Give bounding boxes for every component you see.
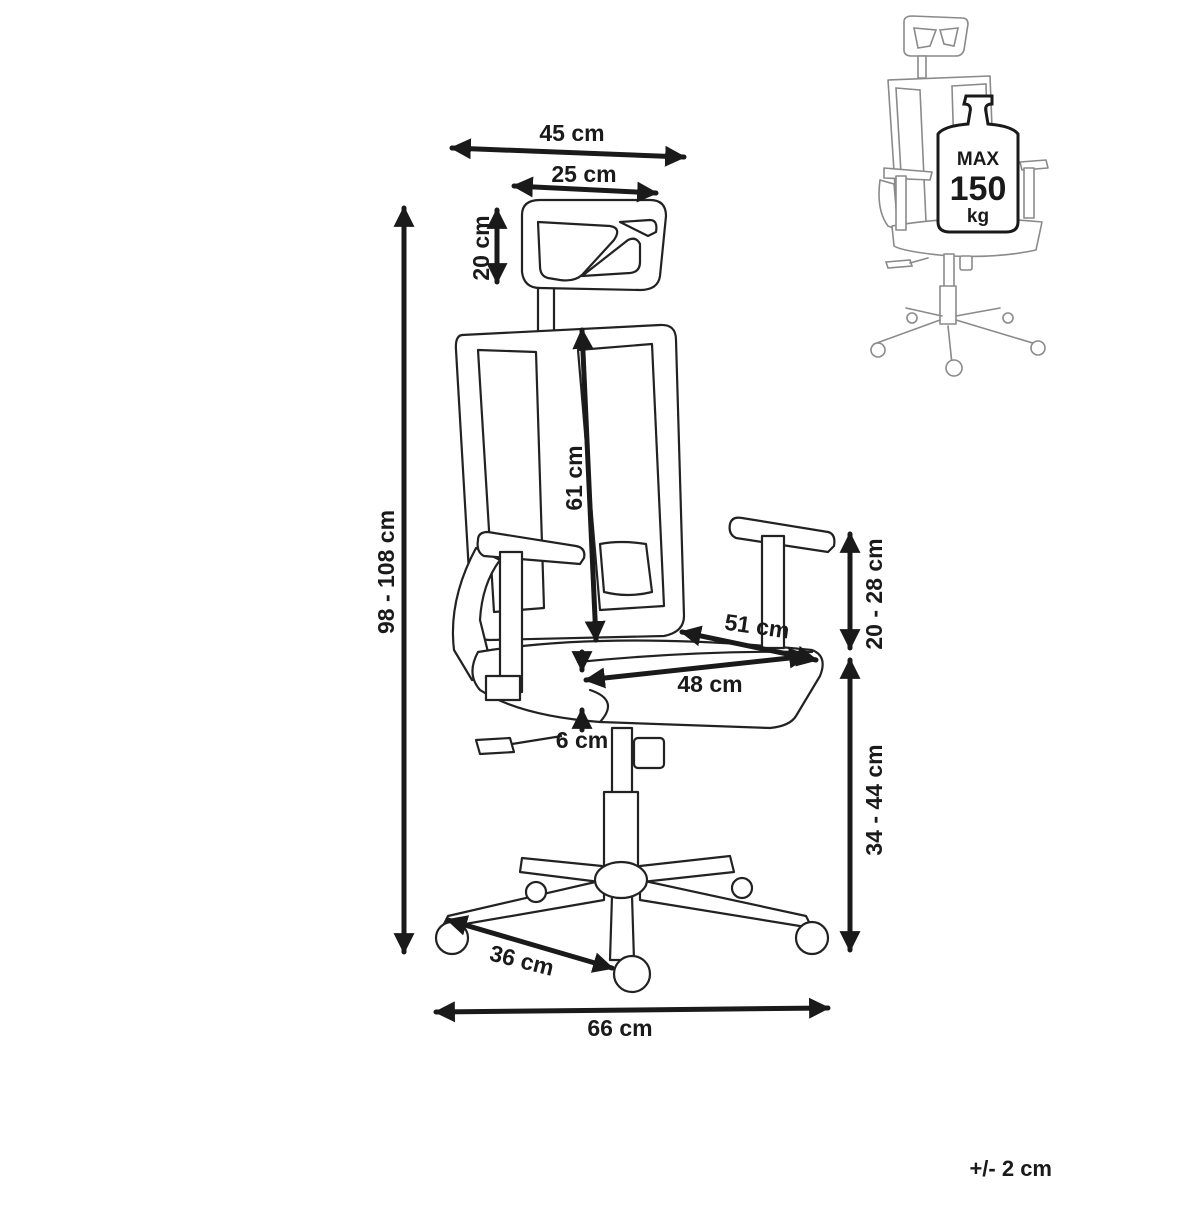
seat-lever	[474, 734, 563, 756]
dimension-lines	[393, 138, 861, 1023]
label-backrest-height: 61 cm	[561, 445, 587, 510]
label-armrest-height: 20 - 28 cm	[861, 538, 887, 649]
label-total-height: 98 - 108 cm	[373, 510, 399, 634]
label-base-leg-length: 36 cm	[487, 940, 557, 981]
headrest	[520, 198, 668, 292]
back-support	[451, 546, 502, 682]
max-load-value: 150	[950, 170, 1007, 208]
label-headrest-inner-width: 25 cm	[551, 161, 616, 187]
label-seat-thickness: 6 cm	[556, 727, 608, 753]
dim-headrest-inner-width	[511, 176, 659, 203]
tolerance-note: +/- 2 cm	[969, 1156, 1052, 1181]
dim-headrest-total-width	[449, 138, 687, 167]
chair-drawing	[434, 198, 836, 994]
dim-base-leg-length	[445, 915, 615, 973]
max-load-unit: kg	[967, 206, 989, 227]
gas-lift	[602, 726, 666, 870]
label-seat-height: 34 - 44 cm	[861, 744, 887, 855]
headrest-post	[536, 283, 556, 335]
label-headrest-height: 20 cm	[468, 215, 494, 280]
dim-backrest-height	[572, 327, 606, 643]
weight-icon	[936, 94, 1020, 234]
max-load-badge: MAX 150 kg	[936, 94, 1020, 234]
dim-base-width	[433, 997, 831, 1023]
label-headrest-total-width: 45 cm	[539, 120, 604, 146]
star-base	[440, 854, 814, 962]
right-armrest	[728, 516, 836, 650]
label-seat-depth: 48 cm	[677, 671, 742, 697]
dimension-labels: 45 cm 25 cm 20 cm 61 cm 98 - 108 cm 20 -…	[373, 120, 887, 1041]
label-base-width: 66 cm	[587, 1015, 652, 1041]
dim-seat-depth	[583, 647, 811, 689]
max-load-label: MAX	[957, 149, 1000, 170]
seat	[471, 639, 824, 730]
left-armrest	[476, 530, 586, 702]
